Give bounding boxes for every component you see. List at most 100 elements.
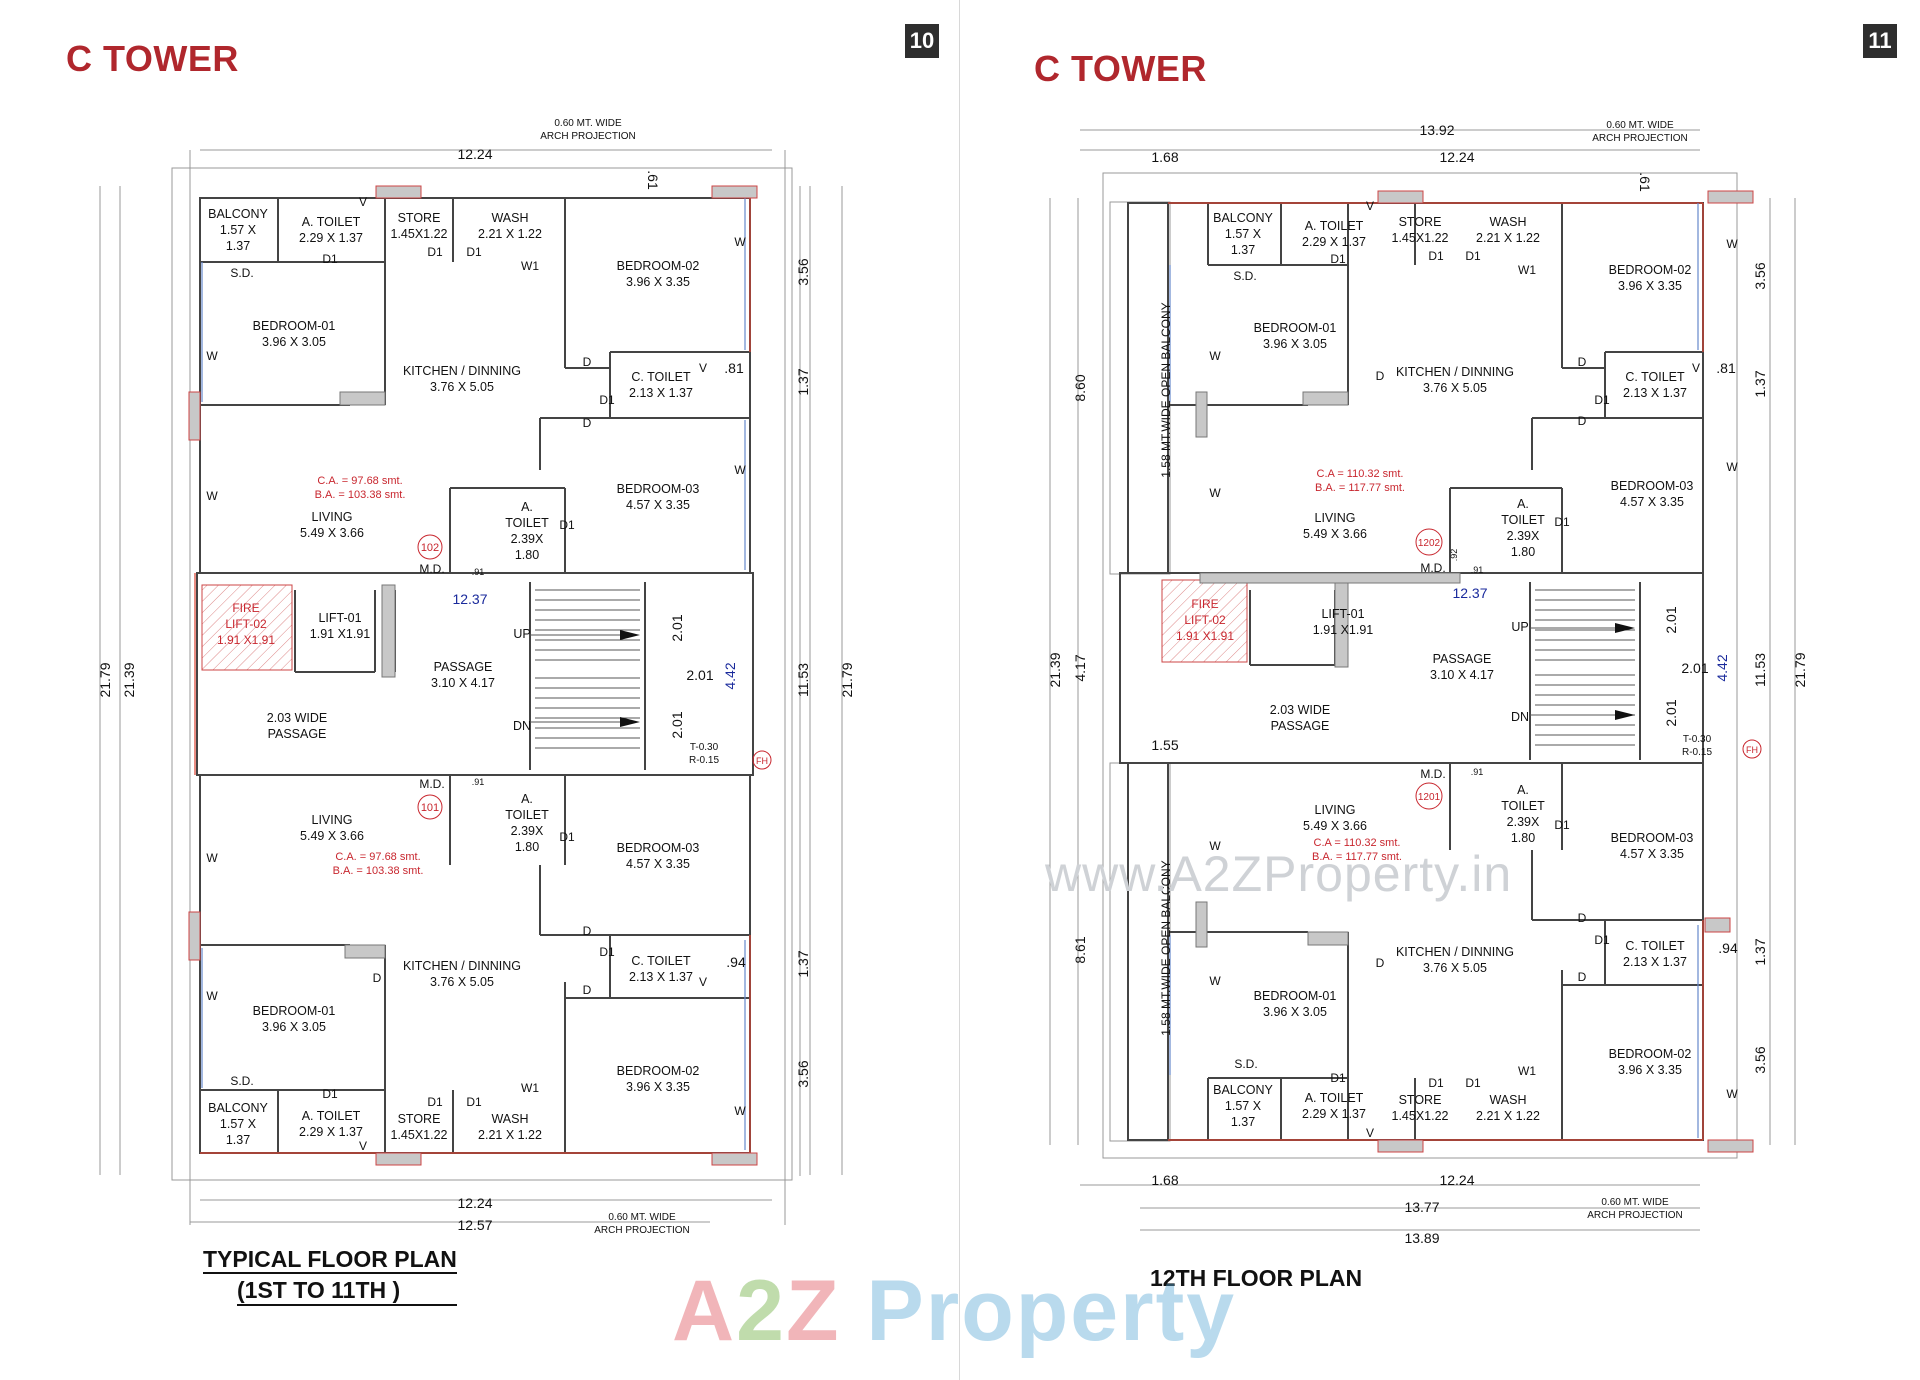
dim-stair-total: 4.42	[722, 662, 738, 689]
dim-right-top-356: 3.56	[795, 258, 811, 285]
r-shaft-dim-top: .91	[1471, 565, 1484, 575]
atoilet2-top-size2: 1.80	[515, 548, 539, 562]
r-shaft-dim-side: .92	[1449, 549, 1459, 562]
dim-right-top-137: 1.37	[1752, 370, 1768, 397]
wide-passage-label2: PASSAGE	[268, 727, 327, 741]
open-balcony-top: 1.58 MT.WIDE OPEN BALCONY	[1159, 302, 1173, 477]
fire-hydrant-label: FH	[756, 756, 768, 766]
r-door-d1-c: D1	[1465, 249, 1481, 263]
r-door-d1-a: D1	[1330, 252, 1346, 266]
r-balcony-top-label: BALCONY	[1213, 211, 1273, 225]
open-balcony-bot: 1.58 MT.WIDE OPEN BALCONY	[1159, 860, 1173, 1035]
balcony-bot-label: BALCONY	[208, 1101, 268, 1115]
vent-top: V	[699, 361, 707, 375]
fire-lift-label1: FIRE	[232, 601, 259, 615]
dim-top-left: 1.68	[1151, 149, 1178, 165]
dim-stair-top: 2.01	[1663, 606, 1679, 633]
dim-top-width: 12.24	[1439, 149, 1474, 165]
area-top-ba: B.A. = 103.38 smt.	[315, 489, 406, 501]
area-bot-ba: B.A. = 103.38 smt.	[333, 865, 424, 877]
atoilet2-top-size1: 2.39X	[511, 532, 544, 546]
dim-core-width: 12.37	[452, 591, 487, 607]
bedroom02-top-size: 3.96 X 3.35	[626, 275, 690, 289]
wash-bot-label: WASH	[491, 1112, 528, 1126]
r-passage-size: 3.10 X 4.17	[1430, 668, 1494, 682]
r-shaft-dim-bot: .91	[1471, 767, 1484, 777]
dim-stair-width: 2.01	[1681, 660, 1708, 676]
r-door-d1-e: D1	[1428, 1076, 1444, 1090]
r-balcony-bot-label: BALCONY	[1213, 1083, 1273, 1097]
dim-left-overall: 21.79	[97, 662, 113, 697]
r-bedroom03-bot-size: 4.57 X 3.35	[1620, 847, 1684, 861]
atoilet-top-size: 2.29 X 1.37	[299, 231, 363, 245]
watermark-url: www.A2ZProperty.in	[1045, 846, 1513, 902]
r-unit-number-top: 1202	[1418, 538, 1441, 549]
right-page-number: 11	[1863, 24, 1897, 58]
r-bedroom01-bot-size: 3.96 X 3.05	[1263, 1005, 1327, 1019]
dim-bottom-left: 1.68	[1151, 1172, 1178, 1188]
store-bot-size: 1.45X1.22	[391, 1128, 448, 1142]
r-vent-c: V	[1366, 1126, 1374, 1140]
caption-line1: TYPICAL FLOOR PLAN	[203, 1246, 457, 1274]
dim-right-top-137: 1.37	[795, 368, 811, 395]
living-bot-size: 5.49 X 3.66	[300, 829, 364, 843]
atoilet2-bot-label2: TOILET	[505, 808, 549, 822]
right-page-title: C TOWER	[1034, 48, 1207, 89]
r-window-b: W	[1209, 486, 1221, 500]
brand-2: 2	[736, 1263, 786, 1359]
r-wide-passage-label2: PASSAGE	[1271, 719, 1330, 733]
stair-up-label: UP	[513, 627, 530, 641]
dim-top-width: 12.24	[457, 146, 492, 162]
brand-a: A	[672, 1263, 737, 1359]
r-door-d-d: D	[1578, 970, 1587, 984]
r-kitchen-bot-label: KITCHEN / DINNING	[1396, 945, 1514, 959]
store-bot-label: STORE	[398, 1112, 441, 1126]
page-divider	[959, 0, 960, 1380]
12th-floor-plan-drawing: 13.92 1.68 12.24 .61 1.68 12.24 13.77 13…	[1047, 120, 1808, 1246]
bedroom01-top-label: BEDROOM-01	[253, 319, 336, 333]
arch-note-bot-2: ARCH PROJECTION	[1587, 1210, 1683, 1221]
dim-left-inner: 21.39	[121, 662, 137, 697]
r-store-bot-size: 1.45X1.22	[1392, 1109, 1449, 1123]
kitchen-top-size: 3.76 X 5.05	[430, 380, 494, 394]
bedroom02-top-label: BEDROOM-02	[617, 259, 700, 273]
door-d1-b: D1	[427, 245, 443, 259]
r-stair-tread: T-0.30	[1683, 734, 1712, 745]
dim-right-overall: 21.79	[1792, 652, 1808, 687]
r-wash-bot-size: 2.21 X 1.22	[1476, 1109, 1540, 1123]
window-w-f: W	[206, 989, 218, 1003]
r-bedroom01-top-size: 3.96 X 3.05	[1263, 337, 1327, 351]
dim-right-overall: 21.79	[839, 662, 855, 697]
door-d-b: D	[583, 416, 592, 430]
dim-core-width: 12.37	[1452, 585, 1487, 601]
caption-line2: (1ST TO 11TH )	[237, 1277, 457, 1306]
ctoilet-bot-label: C. TOILET	[631, 954, 691, 968]
r-unit-number-bot: 1201	[1418, 792, 1441, 803]
r-living-top-label: LIVING	[1315, 511, 1356, 525]
dim-toilet-bot: .94	[1718, 940, 1738, 956]
balcony-top-size1: 1.57 X	[220, 223, 257, 237]
r-door-d1-j: D1	[1594, 933, 1610, 947]
r-atoilet2-bot-label2: TOILET	[1501, 799, 1545, 813]
arch-note-top-1: 0.60 MT. WIDE	[1606, 120, 1674, 131]
shaft-dim-top: .91	[472, 567, 485, 577]
r-atoilet-top-size: 2.29 X 1.37	[1302, 235, 1366, 249]
window-w-e: W	[206, 851, 218, 865]
vent-atoilet-top: V	[359, 195, 367, 209]
left-page-title: C TOWER	[66, 38, 239, 79]
sliding-door-top: S.D.	[230, 266, 253, 280]
r-area-bot-ba: B.A. = 117.77 smt.	[1312, 851, 1402, 863]
r-bedroom01-top-label: BEDROOM-01	[1254, 321, 1337, 335]
r-door-d1-b: D1	[1428, 249, 1444, 263]
wash-top-label: WASH	[491, 211, 528, 225]
main-door-bot: M.D.	[419, 777, 444, 791]
dim-top-small: .61	[1637, 172, 1653, 192]
dim-left-top: 8.60	[1072, 374, 1088, 401]
r-bedroom02-top-size: 3.96 X 3.35	[1618, 279, 1682, 293]
window-w1-top: W1	[521, 259, 539, 273]
r-window-d: W	[1209, 974, 1221, 988]
r-stair-dn: DN	[1511, 710, 1529, 724]
vent-bot: V	[699, 975, 707, 989]
window-w-c: W	[206, 489, 218, 503]
door-d-e: D	[373, 971, 382, 985]
